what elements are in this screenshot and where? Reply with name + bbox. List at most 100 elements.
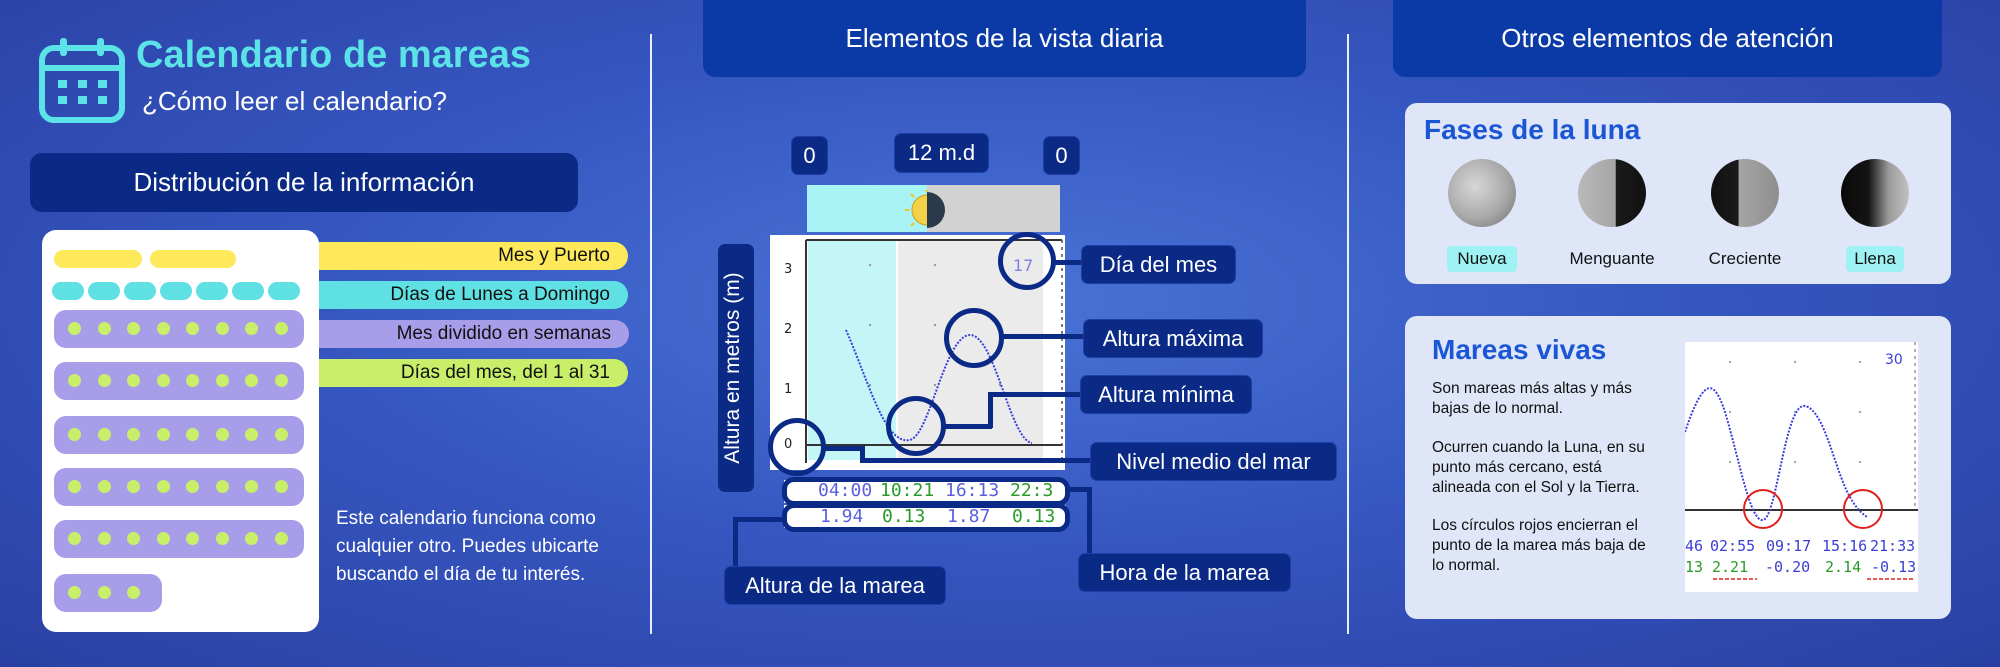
mareas-paragraph-1: Son mareas más altas y más bajas de lo n… [1432, 380, 1632, 417]
hour-connector-h [1068, 487, 1092, 492]
day-dot [127, 374, 140, 387]
day-dot [97, 480, 111, 493]
info-note: Este calendario funciona como cualquier … [336, 508, 599, 585]
time-end-label: 0 [1043, 136, 1080, 175]
moon-phases-title: Fases de la luna [1424, 114, 1641, 145]
day-dot [127, 322, 140, 335]
day-dot [68, 428, 81, 441]
tide-height: 0.13 [1012, 506, 1056, 527]
mini-day-number: 30 [1885, 352, 1903, 368]
moon-phase-icon [1448, 159, 1516, 227]
sun-moon-icon [905, 190, 945, 228]
tide-height: 0.13 [882, 506, 926, 527]
tide-time: 16:13 [945, 480, 1000, 501]
day-dot [186, 532, 199, 545]
mean-connector-b [860, 446, 865, 462]
heights-row-bg [784, 505, 1066, 528]
callout-height: Altura de la marea [724, 566, 946, 605]
month-bar [54, 250, 142, 268]
day-connector [1054, 260, 1084, 265]
day-dot [127, 532, 140, 545]
mareas-vivas-title: Mareas vivas [1432, 334, 1607, 365]
min-circle [886, 396, 946, 456]
height-connector-h [733, 517, 785, 522]
mean-connector-c [860, 458, 1092, 463]
day-dot [127, 480, 140, 493]
night-bar [927, 185, 1060, 232]
day-dot [274, 428, 288, 441]
day-circle [998, 232, 1056, 290]
day-dot [274, 374, 288, 387]
y-tick-3: 3 [784, 262, 792, 277]
moon-phase-label: Menguante [1569, 249, 1655, 268]
min-connector-h [944, 424, 992, 429]
day-dot [97, 586, 111, 599]
day-dot [215, 532, 229, 545]
mini-tide-curve [1685, 387, 1868, 521]
day-dot [97, 374, 111, 387]
mini-height-0: 13 [1685, 558, 1703, 576]
day-dot [68, 322, 81, 335]
time-start-label: 0 [791, 136, 828, 175]
weekday-pill [160, 282, 192, 300]
week-row [54, 520, 304, 558]
callout-hour: Hora de la marea [1078, 553, 1291, 592]
day-dot [186, 480, 199, 493]
calendar-icon [39, 38, 125, 123]
day-dot [245, 322, 258, 335]
mareas-paragraph-3: Los círculos rojos encierran el punto de… [1432, 517, 1646, 574]
day-dot [215, 322, 229, 335]
week-row [54, 416, 304, 454]
day-dot [186, 374, 199, 387]
day-dot [68, 586, 81, 599]
day-dot [215, 480, 229, 493]
weekday-pill [268, 282, 300, 300]
weekday-pill [232, 282, 264, 300]
min-connector-v [988, 392, 993, 428]
mean-circle [768, 418, 826, 476]
weekday-pill [88, 282, 120, 300]
day-dot [97, 322, 111, 335]
distribution-heading: Distribución de la información [30, 153, 578, 212]
weekday-pill [52, 282, 84, 300]
divider-right [1347, 34, 1349, 634]
mini-height-3: 2.14 [1825, 558, 1861, 576]
day-dot [68, 532, 81, 545]
moon-phase-icon [1841, 159, 1909, 227]
daily-view-heading: Elementos de la vista diaria [703, 0, 1306, 77]
mini-time-1: 02:55 [1710, 537, 1755, 555]
day-dot [127, 428, 140, 441]
callout-max: Altura máxima [1083, 319, 1263, 358]
day-dot [245, 428, 258, 441]
hour-connector-v [1087, 487, 1092, 559]
legend-item: Días del mes, del 1 al 31 [319, 359, 628, 387]
day-dot [186, 428, 199, 441]
attention-heading: Otros elementos de atención [1393, 0, 1942, 77]
weekday-pill [124, 282, 156, 300]
daylight-bar [807, 185, 927, 232]
weekday-pill [196, 282, 228, 300]
day-dot [274, 532, 288, 545]
mean-connector-a [824, 446, 864, 451]
day-dot [68, 374, 81, 387]
max-circle [944, 308, 1004, 368]
week-row [54, 468, 304, 506]
day-dot [245, 374, 258, 387]
week-row [54, 310, 304, 348]
times-row-bg [784, 480, 1066, 503]
low-tide-circle-2 [1843, 489, 1883, 529]
port-bar [150, 250, 236, 268]
day-dot [97, 428, 111, 441]
tide-time: 22:3 [1010, 480, 1054, 501]
day-dot [156, 428, 170, 441]
day-dot [156, 322, 170, 335]
low-tide-circle-1 [1743, 489, 1783, 529]
day-dot [156, 532, 170, 545]
mareas-paragraph-2: Ocurren cuando la Luna, en su punto más … [1432, 439, 1645, 496]
height-connector-v [733, 517, 738, 571]
week-row [54, 574, 162, 612]
callout-mean: Nivel medio del mar [1090, 442, 1337, 481]
mini-height-4: -0.13 [1871, 558, 1916, 576]
day-dot [274, 480, 288, 493]
mini-height-1: 2.21 [1712, 558, 1748, 576]
